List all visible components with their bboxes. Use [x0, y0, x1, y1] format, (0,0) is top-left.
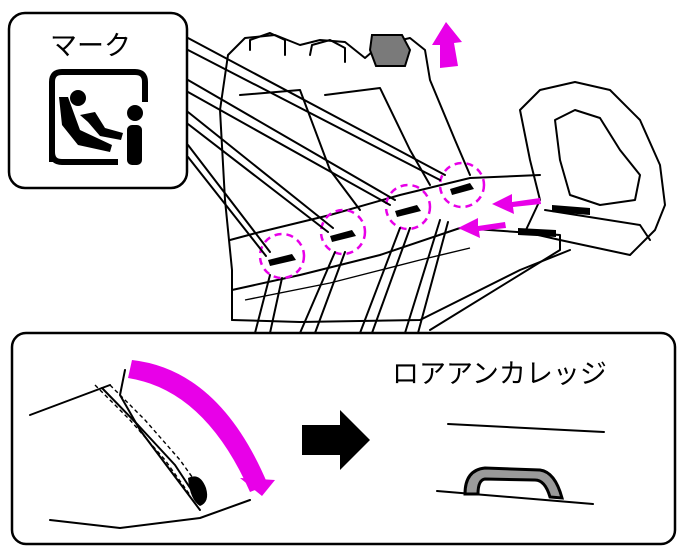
insert-arrow-lower-icon: [458, 218, 506, 238]
anchor-highlights: [258, 161, 486, 280]
headrest: [368, 34, 412, 67]
anchor-marker-2: [319, 208, 367, 256]
detail-callout: ロアアンカレッジ: [10, 331, 677, 546]
anchor-marker-3: [384, 183, 432, 231]
lift-arrow-icon: [128, 360, 268, 492]
mark-callout: マーク: [7, 11, 189, 190]
child-seat-connector-upper: [552, 205, 590, 215]
rear-seat-illustration: [219, 32, 571, 331]
insert-arrow-upper-icon: [492, 194, 541, 214]
lower-anchor-bar: [463, 466, 565, 500]
lower-anchorage-label: ロアアンカレッジ: [392, 359, 607, 390]
mark-leader-lines: [187, 37, 446, 257]
anchor-marker-1: [258, 232, 306, 280]
child-seat-connector-lower: [518, 228, 556, 237]
detail-leader-lines: [254, 219, 449, 334]
isofix-child-seat-icon: [49, 69, 148, 165]
headrest-up-arrow-icon: [432, 22, 462, 68]
anchor-marker-4: [438, 161, 486, 209]
next-step-arrow-icon: [302, 410, 370, 470]
child-seat-illustration: [518, 81, 666, 256]
mark-label: マーク: [50, 31, 131, 62]
seat-cushion-detail: [29, 369, 251, 529]
